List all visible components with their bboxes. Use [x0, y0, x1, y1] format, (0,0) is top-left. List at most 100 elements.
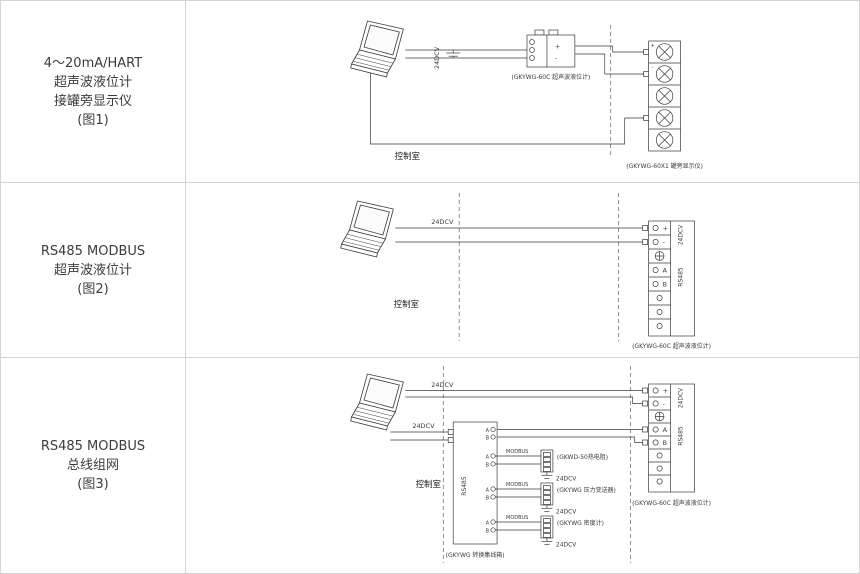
plus-terminal-label: +: [555, 42, 560, 50]
bus-a-label: A: [486, 487, 490, 493]
transmitter-terminal-block: + -: [526, 29, 576, 68]
rs485-hub-box: RS485 A B A B A B A B: [447, 421, 498, 545]
wire-entry: [642, 439, 648, 446]
bus-b-label: B: [486, 528, 490, 534]
cable-entry: [534, 29, 545, 36]
side-bus-label: RS485: [678, 426, 685, 446]
side-power-label: 24DCV: [678, 387, 685, 408]
figure3-diagram-area: 24DCV 24DCV 控制室 RS485 A B A: [186, 358, 859, 573]
plus-terminal-label: +: [651, 43, 655, 49]
transmitter-terminal-block: + - A B 24DCV RS485: [648, 383, 695, 493]
figure1-caption: 4～20mA/HART 超声波液位计 接罐旁显示仪 (图1): [1, 1, 186, 182]
minus-terminal-label: -: [555, 54, 558, 62]
caption-line: 总线组网: [66, 458, 119, 473]
figure2-row: RS485 MODBUS 超声波液位计 (图2) 24DCV 控制室: [1, 183, 859, 358]
wire-entry: [643, 49, 649, 55]
laptop-icon: [350, 20, 404, 78]
power-supply-symbol: [541, 538, 553, 545]
power-label-hub: 24DCV: [412, 422, 435, 430]
caption-line: 接罐旁显示仪: [53, 93, 132, 109]
wire-entry: [643, 71, 649, 77]
figure2-diagram-area: 24DCV 控制室 + -: [186, 183, 859, 357]
wire-entry: [642, 426, 648, 433]
power-supply-symbol: [541, 505, 553, 512]
transmitter-label: (GKYWG-60C 超声波液位计): [632, 499, 711, 507]
signal-wires: [370, 45, 649, 145]
wire-entry: [643, 115, 649, 121]
figure3-row: RS485 MODBUS 总线组网 (图3) 24DCV: [1, 358, 859, 573]
branch-device-label: (GKWD-50热电阻): [557, 453, 608, 461]
caption-line: 超声波液位计: [53, 262, 132, 278]
branch-power-label: 24DCV: [556, 541, 577, 548]
wiring-diagram-figure1: 24DCV 控制室 + - (GKYWG-60C 超声波液位计): [350, 20, 703, 170]
figure1-row: 4～20mA/HART 超声波液位计 接罐旁显示仪 (图1): [1, 1, 859, 183]
a-terminal-label: A: [663, 426, 668, 434]
transmitter-terminal-block: + - A B 24DCV RS485: [648, 220, 695, 337]
bus-b-label: B: [486, 435, 490, 441]
figure3-caption: RS485 MODBUS 总线组网 (图3): [1, 358, 186, 573]
transmitter-label: (GKYWG-60C 超声波液位计): [511, 73, 590, 81]
bus-a-label: A: [486, 520, 490, 526]
modbus-label: MODBUS: [506, 449, 528, 455]
power-label: 24DCV: [433, 46, 441, 69]
power-label: 24DCV: [431, 218, 454, 226]
a-terminal-label: A: [663, 266, 668, 274]
wire-entry: [447, 437, 454, 443]
plus-terminal-label: +: [663, 224, 668, 232]
bus-b-label: B: [486, 462, 490, 468]
laptop-icon: [350, 373, 404, 431]
modbus-branch: MODBUS (GKYWG 密度计) 24DCV: [495, 515, 604, 549]
caption-line: 4～20mA/HART: [43, 55, 143, 71]
display-label: (GKYWG-60X1 罐旁显示仪): [626, 162, 703, 170]
wiring-diagram-figure3: 24DCV 24DCV 控制室 RS485 A B A: [350, 366, 711, 563]
modbus-branch: MODBUS (GKYWG 压力变送器) 24DCV: [495, 482, 616, 516]
power-label-top: 24DCV: [431, 381, 454, 389]
minus-terminal-label: -: [663, 400, 666, 408]
hub-terminals: [490, 426, 496, 533]
wire-entry: [642, 387, 648, 394]
cable-entry: [548, 29, 559, 36]
display-terminal-strip: + -: [643, 40, 681, 152]
bus-b-label: B: [486, 495, 490, 501]
control-room-label: 控制室: [394, 299, 419, 309]
b-terminal-label: B: [663, 280, 667, 288]
power-supply-symbol: [446, 50, 461, 58]
figure2-caption: RS485 MODBUS 超声波液位计 (图2): [1, 183, 186, 357]
wiring-diagram-figure2: 24DCV 控制室 + -: [340, 193, 711, 350]
power-wires: [390, 390, 643, 441]
caption-line: RS485 MODBUS: [40, 243, 146, 259]
b-terminal-label: B: [663, 439, 667, 447]
hub-label: (GKYWG 转换集线箱): [446, 551, 505, 559]
minus-terminal-label: -: [652, 65, 654, 71]
branch-power-label: 24DCV: [556, 475, 577, 482]
ground-terminal-icon: [654, 411, 665, 422]
caption-line: (图3): [77, 477, 109, 492]
bus-a-label: A: [486, 454, 490, 460]
branch-device-label: (GKYWG 密度计): [557, 519, 604, 527]
control-room-label: 控制室: [395, 151, 420, 161]
wire-entry: [447, 429, 454, 435]
modbus-label: MODBUS: [506, 515, 528, 521]
wire-entry: [642, 225, 648, 231]
minus-terminal-label: -: [663, 238, 666, 246]
laptop-icon: [340, 200, 394, 258]
branch-device-label: (GKYWG 压力变送器): [557, 486, 616, 494]
ground-terminal-icon: [654, 251, 665, 261]
caption-line: (图1): [77, 112, 109, 128]
figure1-diagram-area: 24DCV 控制室 + - (GKYWG-60C 超声波液位计): [186, 1, 859, 182]
side-bus-label: RS485: [678, 267, 685, 287]
power-supply-symbol: [541, 472, 553, 479]
bus-wires: [495, 429, 643, 443]
side-power-label: 24DCV: [678, 224, 685, 245]
crossed-terminal-icons: [655, 43, 674, 149]
branch-power-label: 24DCV: [556, 508, 577, 515]
transmitter-label: (GKYWG-60C 超声波液位计): [632, 342, 711, 350]
caption-line: 超声波液位计: [53, 74, 132, 90]
modbus-branch: MODBUS (GKWD-50热电阻) 24DCV: [495, 449, 608, 483]
bus-a-label: A: [486, 428, 490, 434]
hub-bus-label: RS485: [461, 476, 468, 496]
wire-entry: [642, 239, 648, 245]
caption-line: RS485 MODBUS: [40, 439, 146, 454]
control-room-label: 控制室: [416, 479, 441, 489]
